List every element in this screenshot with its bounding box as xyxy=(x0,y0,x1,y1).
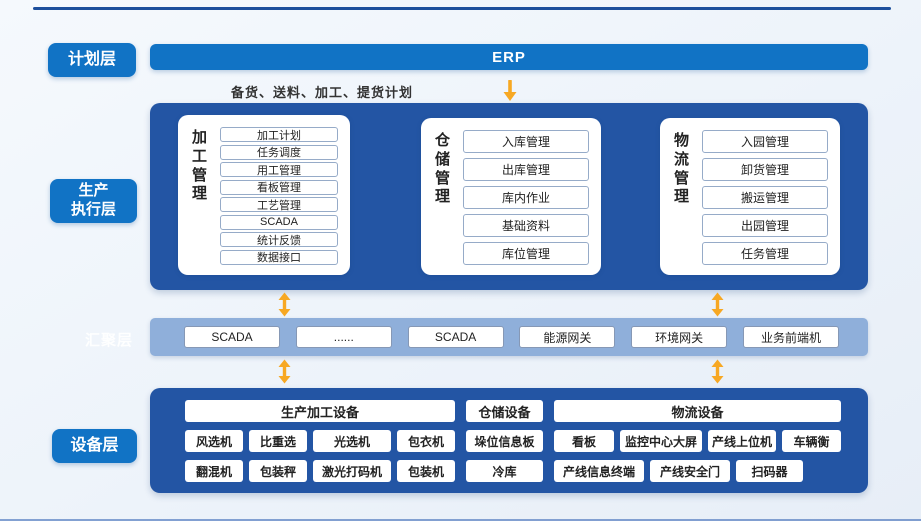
module-box: 入库管理 xyxy=(463,130,589,153)
device-box: 比重选 xyxy=(249,430,307,452)
logistics-equipment-section: 物流设备 看板 监控中心大屏 产线上位机 车辆衡 产线信息终端 产线安全门 扫码… xyxy=(554,400,841,482)
plan-note-text: 备货、送料、加工、提货计划 xyxy=(231,85,414,100)
device-box: 产线信息终端 xyxy=(554,460,644,482)
production-row-2: 翻混机 包装秤 激光打码机 包装机 xyxy=(185,460,455,482)
module-box: 卸货管理 xyxy=(702,158,828,181)
module-box: 搬运管理 xyxy=(702,186,828,209)
device-box: 光选机 xyxy=(313,430,391,452)
device-box: 垛位信息板 xyxy=(466,430,543,452)
layer-label-device-text: 设备层 xyxy=(70,437,119,454)
down-arrow-icon xyxy=(501,79,519,102)
module-box: 加工计划 xyxy=(220,127,338,142)
device-box: 车辆衡 xyxy=(782,430,841,452)
module-box: 任务管理 xyxy=(702,242,828,265)
device-box: 看板 xyxy=(554,430,614,452)
production-equipment-header: 生产加工设备 xyxy=(185,400,455,422)
production-equipment-section: 生产加工设备 风选机 比重选 光选机 包衣机 翻混机 包装秤 激光打码机 包装机 xyxy=(185,400,455,482)
module-box: 出库管理 xyxy=(463,158,589,181)
processing-items: 加工计划 任务调度 用工管理 看板管理 工艺管理 SCADA 统计反馈 数据接口 xyxy=(220,127,338,265)
gateway-box: 能源网关 xyxy=(519,326,616,348)
warehouse-items: 入库管理 出库管理 库内作业 基础资料 库位管理 xyxy=(463,130,589,265)
logistics-items: 入园管理 卸货管理 搬运管理 出园管理 任务管理 xyxy=(702,130,828,265)
warehouse-equipment-section: 仓储设备 垛位信息板 冷库 xyxy=(466,400,543,482)
updown-arrow-icon xyxy=(710,359,725,384)
device-layer-panel: 生产加工设备 风选机 比重选 光选机 包衣机 翻混机 包装秤 激光打码机 包装机… xyxy=(150,388,868,493)
gateway-box: ...... xyxy=(295,326,392,348)
updown-arrow-icon xyxy=(277,359,292,384)
warehouse-row-2: 冷库 xyxy=(466,460,543,482)
processing-management-title: 加工管理 xyxy=(192,129,208,203)
device-box: 翻混机 xyxy=(185,460,243,482)
module-box: 数据接口 xyxy=(220,249,338,265)
device-box: 产线上位机 xyxy=(708,430,776,452)
production-row-1: 风选机 比重选 光选机 包衣机 xyxy=(185,430,455,452)
layer-label-device: 设备层 xyxy=(52,429,137,463)
warehouse-management-title: 仓储管理 xyxy=(435,132,451,206)
updown-arrow-icon xyxy=(277,292,292,317)
device-box: 风选机 xyxy=(185,430,243,452)
module-box: 用工管理 xyxy=(220,162,338,178)
logistics-equipment-header: 物流设备 xyxy=(554,400,841,422)
device-box: 扫码器 xyxy=(736,460,803,482)
device-box: 监控中心大屏 xyxy=(620,430,702,452)
logistics-row-2: 产线信息终端 产线安全门 扫码器 xyxy=(554,460,841,482)
warehouse-row-1: 垛位信息板 xyxy=(466,430,543,452)
module-box: SCADA xyxy=(220,214,338,230)
device-box: 激光打码机 xyxy=(313,460,391,482)
layer-label-planning-text: 计划层 xyxy=(67,51,116,68)
card-processing-management: 加工管理 加工计划 任务调度 用工管理 看板管理 工艺管理 SCADA 统计反馈… xyxy=(178,115,350,275)
device-box: 包装秤 xyxy=(249,460,307,482)
gateway-box: SCADA xyxy=(184,326,280,348)
top-rule xyxy=(33,7,891,10)
card-warehouse-management: 仓储管理 入库管理 出库管理 库内作业 基础资料 库位管理 xyxy=(421,118,601,275)
module-box: 库位管理 xyxy=(463,242,589,265)
module-box: 出园管理 xyxy=(702,214,828,237)
logistics-row-1: 看板 监控中心大屏 产线上位机 车辆衡 xyxy=(554,430,841,452)
layer-label-aggregation: 汇聚层 xyxy=(84,332,133,349)
module-box: 入园管理 xyxy=(702,130,828,153)
layer-label-planning: 计划层 xyxy=(48,43,136,77)
device-box: 产线安全门 xyxy=(650,460,730,482)
logistics-management-title: 物流管理 xyxy=(674,132,690,206)
module-box: 看板管理 xyxy=(220,179,338,195)
device-box: 包衣机 xyxy=(397,430,455,452)
module-box: 库内作业 xyxy=(463,186,589,209)
erp-title: ERP xyxy=(492,48,526,66)
execution-layer-panel: 加工管理 加工计划 任务调度 用工管理 看板管理 工艺管理 SCADA 统计反馈… xyxy=(150,103,868,290)
device-box: 包装机 xyxy=(397,460,455,482)
bottom-rule xyxy=(0,519,921,521)
module-box: 统计反馈 xyxy=(220,232,338,248)
device-box: 冷库 xyxy=(466,460,543,482)
module-box: 任务调度 xyxy=(220,144,338,160)
gateway-box: SCADA xyxy=(407,326,504,348)
gateway-box: 环境网关 xyxy=(631,326,728,348)
layer-label-execution-line2: 执行层 xyxy=(70,201,116,218)
erp-bar: ERP xyxy=(150,44,868,70)
aggregation-layer-band: SCADA ...... SCADA 能源网关 环境网关 业务前端机 xyxy=(150,318,868,356)
layer-label-execution: 生产 执行层 xyxy=(50,179,137,223)
module-box: 工艺管理 xyxy=(220,197,338,213)
gateway-box: 业务前端机 xyxy=(742,326,839,348)
layer-label-execution-line1: 生产 xyxy=(78,182,109,200)
updown-arrow-icon xyxy=(710,292,725,317)
card-logistics-management: 物流管理 入园管理 卸货管理 搬运管理 出园管理 任务管理 xyxy=(660,118,840,275)
module-box: 基础资料 xyxy=(463,214,589,237)
warehouse-equipment-header: 仓储设备 xyxy=(466,400,543,422)
